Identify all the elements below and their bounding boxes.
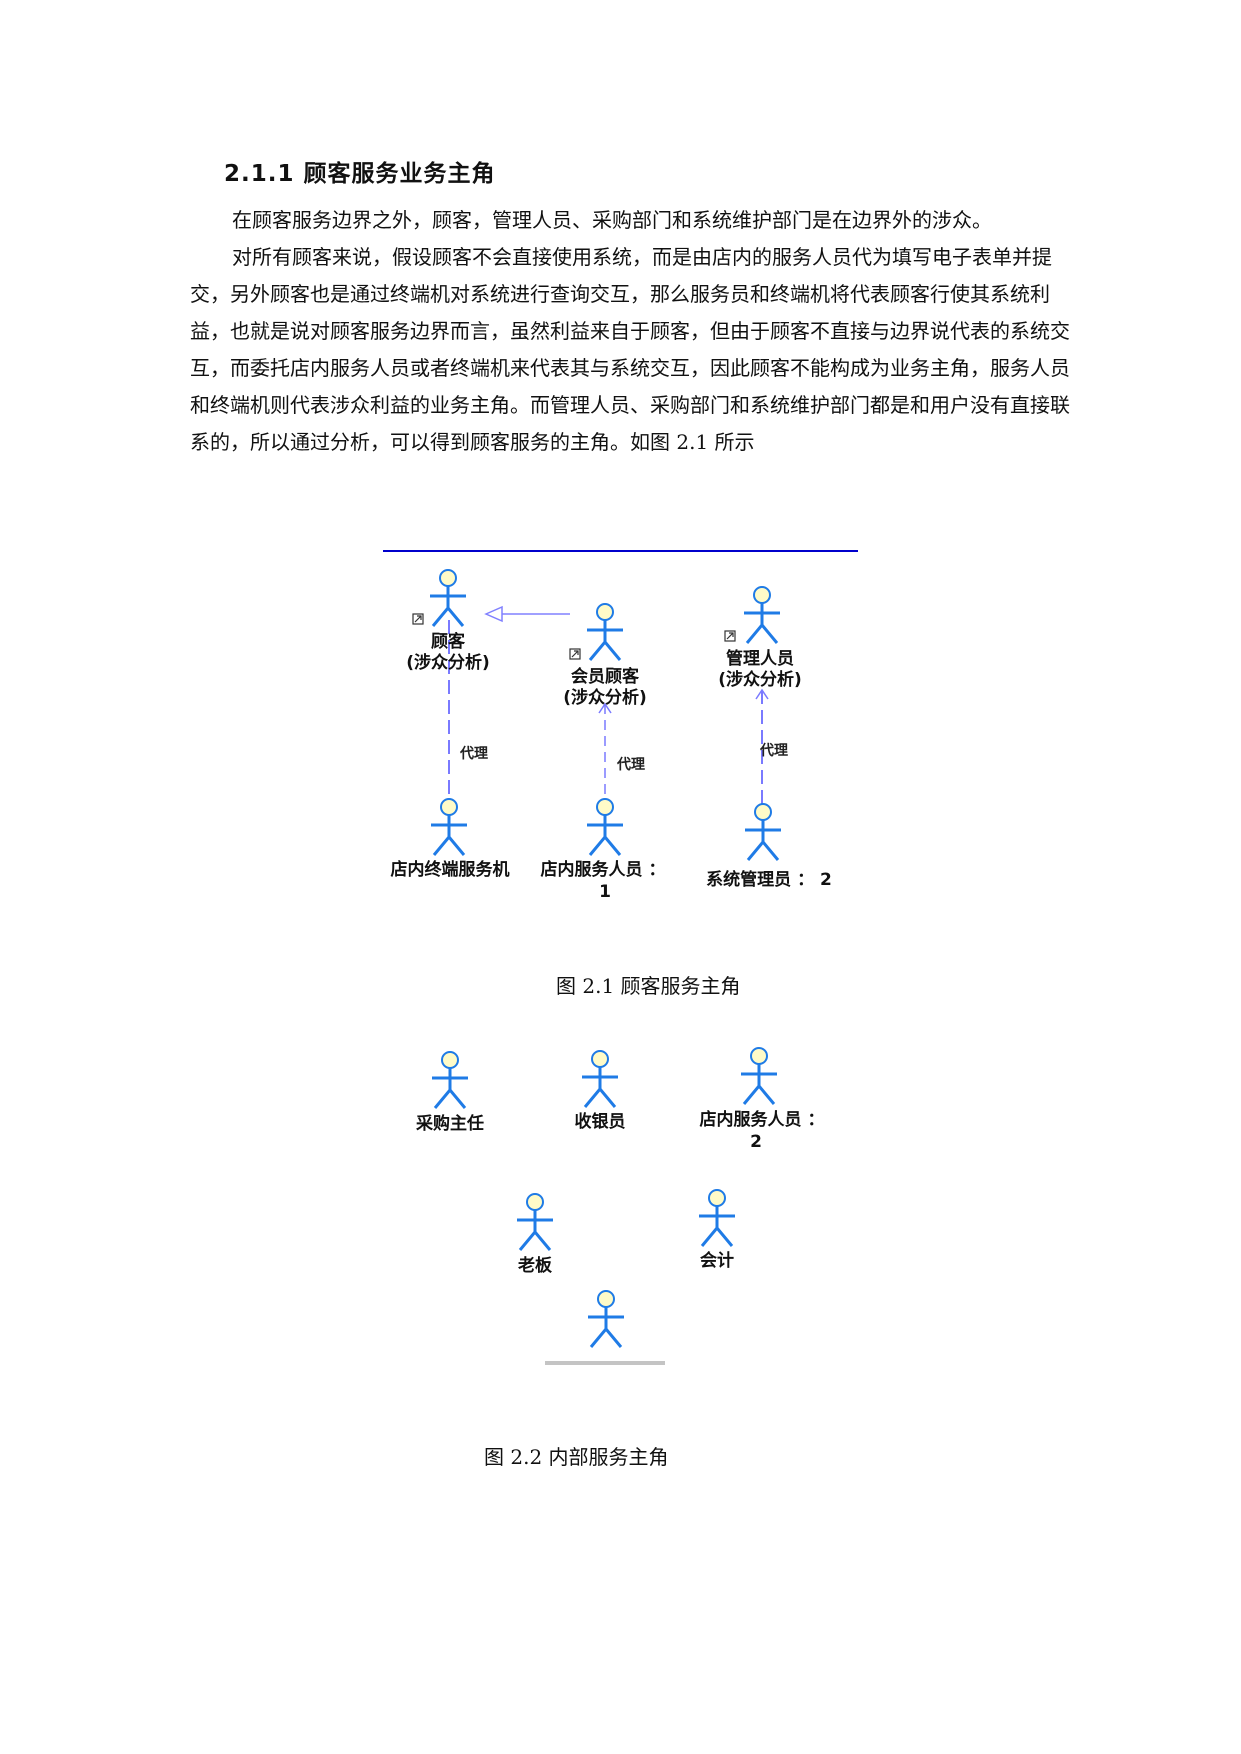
- actor-staff2-name: 店内服务人员 ：: [700, 1109, 825, 1130]
- actor-customer-stereotype: (涉众分析): [406, 652, 490, 673]
- actor-boss-icon: [515, 1192, 555, 1252]
- link-icon: [569, 648, 581, 660]
- figure-2-caption: 图 2.2 内部服务主角: [484, 1445, 669, 1469]
- link-icon: [724, 630, 736, 642]
- paragraph-1: 在顾客服务边界之外，顾客，管理人员、采购部门和系统维护部门是在边界外的涉众。: [232, 208, 992, 232]
- actor-terminal-name: 店内终端服务机: [391, 859, 510, 880]
- actor-member-name: 会员顾客: [571, 666, 640, 687]
- actor-cropped-icon: [586, 1289, 626, 1349]
- actor-member-icon: [585, 602, 625, 662]
- actor-cashier-icon: [580, 1049, 620, 1109]
- actor-manager-icon: [742, 585, 782, 645]
- actor-terminal-icon: [429, 797, 469, 857]
- paragraph-2: 对所有顾客来说，假设顾客不会直接使用系统，而是由店内的服务人员代为填写电子表单并…: [190, 245, 1070, 454]
- actor-staff-name: 店内服务人员 ：: [541, 859, 666, 880]
- actor-customer-name: 顾客: [431, 631, 466, 652]
- link-icon: [412, 613, 424, 625]
- section-heading: 2.1.1 顾客服务业务主角: [224, 161, 496, 187]
- generalization-arrowhead: [484, 605, 503, 623]
- actor-accountant-name: 会计: [700, 1250, 734, 1271]
- actor-staff-number: 1: [599, 882, 611, 902]
- actor-customer-icon: [428, 568, 468, 628]
- figure-1-caption: 图 2.1 顾客服务主角: [556, 974, 741, 998]
- delegation-label: 代理: [616, 756, 645, 773]
- actor-boss-name: 老板: [517, 1255, 553, 1276]
- actor-sysadmin-name: 系统管理员 ： 2: [706, 869, 832, 890]
- actor-staff-icon: [585, 797, 625, 857]
- actor-purchasing-name: 采购主任: [415, 1113, 484, 1134]
- actor-staff2-number: 2: [750, 1132, 762, 1152]
- delegation-arrowhead: [598, 702, 612, 714]
- cropped-label-fragment: [545, 1361, 665, 1365]
- actor-staff2-icon: [739, 1046, 779, 1106]
- actor-purchasing-icon: [430, 1050, 470, 1110]
- actor-cashier-name: 收银员: [575, 1111, 626, 1132]
- actor-member-stereotype: (涉众分析): [563, 687, 647, 708]
- delegation-label: 代理: [459, 745, 488, 762]
- actor-accountant-icon: [697, 1188, 737, 1248]
- delegation-arrowhead: [755, 688, 769, 700]
- actor-manager-name: 管理人员: [726, 648, 794, 669]
- delegation-label: 代理: [759, 742, 788, 759]
- actor-sysadmin-icon: [743, 802, 783, 862]
- actor-manager-stereotype: (涉众分析): [718, 669, 802, 690]
